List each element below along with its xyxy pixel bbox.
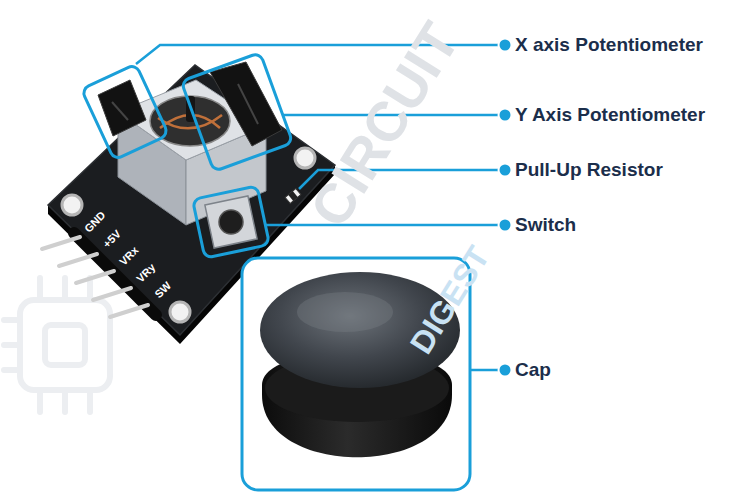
callout-label: X axis Potentiometer: [515, 34, 703, 56]
leader-dot: [499, 39, 512, 52]
pin-label: SW: [152, 279, 173, 300]
pot-detail: [238, 84, 258, 124]
header-pin: [93, 288, 131, 300]
mounting-hole: [295, 148, 315, 168]
pin-label: GND: [82, 209, 108, 235]
watermark: DIGEST: [403, 240, 497, 361]
cap-highlight: [297, 292, 393, 332]
callout-label: Pull-Up Resistor: [515, 159, 663, 181]
leader-dot: [499, 164, 512, 177]
x-potentiometer: [98, 80, 146, 136]
switch-body: [205, 196, 257, 248]
switch-button: [219, 210, 243, 234]
pin-label: VRy: [134, 261, 158, 285]
header-pins: [42, 237, 148, 317]
tact-switch: [205, 196, 257, 248]
callout-label: Cap: [515, 359, 551, 381]
leader-dot: [499, 109, 512, 122]
mounting-hole: [62, 195, 82, 215]
resistor-mark: [288, 191, 298, 201]
y-potentiometer: [210, 62, 282, 146]
callout-label: Y Axis Potentiometer: [515, 104, 705, 126]
header-pin: [42, 237, 80, 249]
header-pin: [110, 305, 148, 317]
mounting-hole: [170, 302, 190, 322]
leader-dot: [499, 364, 512, 377]
leader-dots: [499, 39, 512, 377]
header-pin: [59, 254, 97, 266]
watermark: CIRCUIT: [298, 12, 473, 239]
pot-detail: [112, 102, 128, 120]
highlight-box: [81, 64, 168, 160]
logo-core: [45, 325, 85, 365]
logo-chip: [20, 300, 110, 390]
leader-dot: [499, 219, 512, 232]
leader-line: [265, 224, 505, 227]
highlight-box: [192, 186, 269, 258]
header-pin: [76, 271, 114, 283]
pin-label: VRx: [117, 244, 141, 268]
highlight-boxes: [81, 53, 293, 259]
highlight-box: [181, 53, 293, 172]
callout-label: Switch: [515, 214, 576, 236]
logo-pins: [4, 278, 90, 412]
pin-label: +5V: [100, 227, 123, 250]
